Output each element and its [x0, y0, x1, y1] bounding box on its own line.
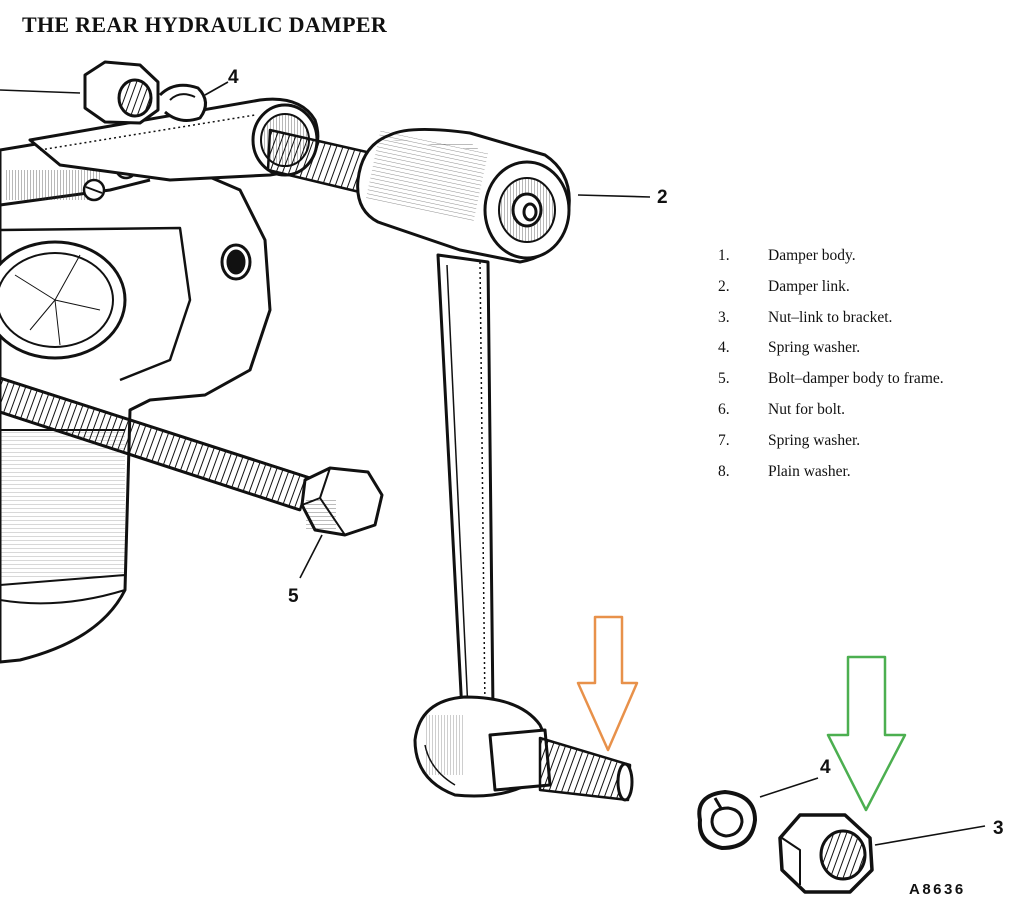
damper-body [0, 133, 272, 664]
page-title: THE REAR HYDRAULIC DAMPER [22, 12, 388, 37]
legend-text: Spring washer. [768, 431, 861, 449]
parts-legend: 1. Damper body. 2. Damper link. 3. Nut–link t… [718, 247, 1018, 493]
legend-item: 1. Damper body. [718, 247, 1018, 278]
legend-text: Nut for bolt. [768, 400, 846, 418]
callout-bolt: 5 [288, 586, 299, 607]
legend-number: 5. [718, 370, 730, 388]
legend-text: Spring washer. [768, 339, 861, 357]
figure-code: A8636 [909, 881, 966, 898]
legend-item: 6. Nut for bolt. [718, 401, 1018, 432]
legend-item: 7. Spring washer. [718, 432, 1018, 463]
legend-item: 5. Bolt–damper body to frame. [718, 370, 1018, 401]
legend-item: 3. Nut–link to bracket. [718, 309, 1018, 340]
callout-nut: 3 [993, 818, 1004, 839]
callout-lower-washer: 4 [820, 757, 831, 778]
link-nut [778, 813, 874, 894]
bolt [0, 376, 384, 537]
legend-text: Plain washer. [768, 462, 851, 480]
legend-text: Damper body. [768, 247, 856, 264]
legend-number: 4. [718, 339, 730, 357]
legend-number: 6. [718, 400, 730, 418]
callout-link: 2 [657, 187, 668, 208]
legend-text: Nut–link to bracket. [768, 308, 893, 326]
legend-item: 2. Damper link. [718, 278, 1018, 309]
link-upper [266, 127, 571, 264]
legend-text: Damper link. [768, 277, 850, 295]
legend-number: 1. [718, 247, 730, 264]
legend-number: 7. [718, 431, 730, 449]
callout-top-washer: 4 [228, 67, 239, 88]
legend-number: 3. [718, 308, 730, 326]
legend-number: 8. [718, 462, 730, 480]
nut-arrow [826, 655, 907, 812]
link-lower-end [413, 695, 634, 802]
stud-arrow [576, 615, 639, 752]
top-nut [83, 60, 207, 125]
legend-item: 4. Spring washer. [718, 339, 1018, 370]
legend-number: 2. [718, 277, 730, 295]
lower-spring-washer [697, 790, 757, 850]
leader-lines [0, 81, 986, 846]
legend-text: Bolt–damper body to frame. [768, 370, 944, 388]
damper-link-rod [436, 253, 495, 714]
legend-item: 8. Plain washer. [718, 463, 1018, 494]
